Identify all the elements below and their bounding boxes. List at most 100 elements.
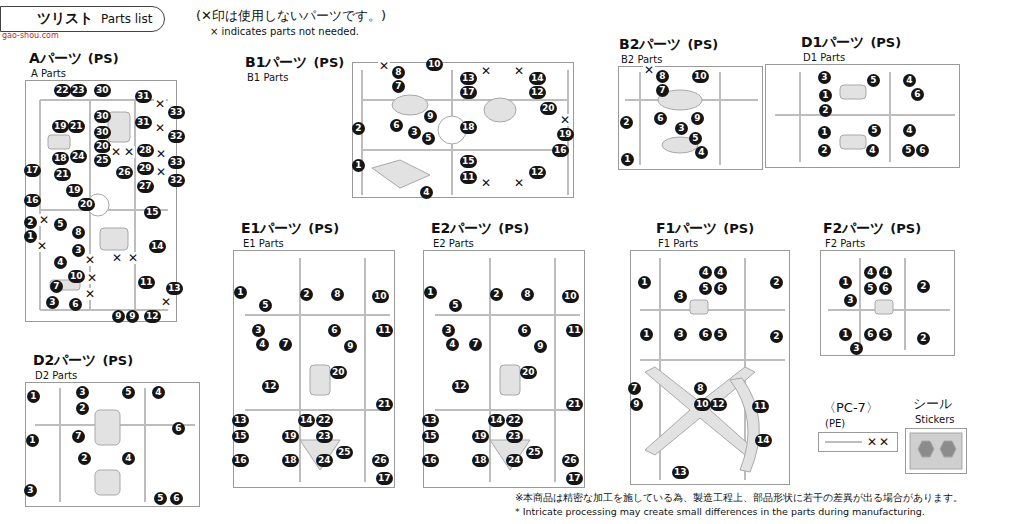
callout-number: 17: [24, 164, 41, 177]
callout-number: 12: [262, 380, 279, 393]
callout-number: 9: [534, 340, 547, 353]
callout-number: 20: [540, 102, 557, 115]
sticker-hex: [940, 441, 956, 457]
unused-mark: ✕: [480, 65, 492, 77]
callout-number: 3: [24, 484, 37, 497]
callout-number: 23: [316, 430, 333, 443]
parts-runner: D2パーツD2 Parts(PS): [25, 382, 200, 507]
callout-number: 21: [566, 398, 583, 411]
callout-number: 2: [819, 104, 832, 117]
runner-d2: [35, 388, 195, 502]
callout-number: 9: [126, 310, 139, 323]
runner-name-en: E1 Parts: [243, 238, 284, 249]
callout-number: 10: [562, 290, 579, 303]
callout-number: 27: [137, 180, 154, 193]
callout-number: 6: [879, 282, 892, 295]
callout-number: 19: [472, 430, 489, 443]
unused-mark: ✕: [513, 65, 525, 77]
material-code: (PS): [308, 222, 339, 236]
callout-number: 10: [426, 58, 443, 71]
callout-number: 17: [376, 472, 393, 485]
callout-number: 7: [279, 338, 292, 351]
callout-number: 20: [520, 366, 537, 379]
part: [730, 378, 759, 472]
callout-number: 2: [818, 144, 831, 157]
callout-number: 6: [390, 119, 403, 132]
callout-number: 12: [452, 380, 469, 393]
callout-number: 13: [232, 414, 249, 427]
watermark: gao-shou.com: [2, 32, 59, 41]
part: [500, 365, 520, 395]
callout-number: 11: [138, 276, 155, 289]
callout-number: 15: [460, 155, 477, 168]
list-title: ツリスト: [37, 10, 93, 28]
callout-number: 4: [903, 124, 916, 137]
part: [108, 112, 130, 142]
callout-number: 3: [850, 342, 863, 355]
runner-name-en: F1 Parts: [658, 238, 698, 249]
list-header: ツリストParts list: [0, 6, 165, 32]
unused-mark: ✕: [86, 272, 98, 284]
part: [48, 135, 70, 149]
callout-number: 23: [70, 84, 87, 97]
callout-number: 30: [94, 110, 111, 123]
unused-mark: ✕: [84, 254, 96, 266]
callout-number: 2: [76, 402, 89, 415]
runner-name: F1パーツ: [656, 221, 717, 236]
callout-number: 6: [170, 492, 183, 505]
callout-number: 1: [26, 434, 39, 447]
callout-number: 25: [94, 154, 111, 167]
callout-number: 6: [654, 112, 667, 125]
callout-number: 8: [656, 70, 669, 83]
callout-number: 5: [879, 328, 892, 341]
callout-number: 8: [72, 226, 85, 239]
runner-a: [40, 100, 168, 310]
callout-number: 14: [149, 240, 166, 253]
callout-number: 4: [714, 266, 727, 279]
callout-number: 2: [300, 288, 313, 301]
callout-number: 1: [352, 159, 365, 172]
runner-e1: [245, 258, 390, 482]
unused-mark: ✕: [123, 146, 135, 158]
callout-number: 3: [408, 126, 421, 139]
runner-name: F2パーツ: [823, 221, 884, 236]
callout-number: 8: [392, 66, 405, 79]
callout-number: 20: [94, 140, 111, 153]
callout-number: 21: [376, 398, 393, 411]
material-code: (PE): [825, 418, 845, 429]
runner-name: E2パーツ: [431, 221, 492, 236]
callout-number: 6: [864, 328, 877, 341]
callout-number: 3: [818, 71, 831, 84]
callout-number: 15: [232, 430, 249, 443]
callout-number: 11: [460, 171, 477, 184]
unused-mark: ✕: [643, 64, 655, 76]
callout-number: 19: [557, 128, 574, 141]
callout-number: 1: [819, 89, 832, 102]
callout-number: 1: [640, 328, 653, 341]
sticker-sheet: [910, 433, 962, 469]
callout-number: 6: [699, 328, 712, 341]
callout-number: 19: [66, 184, 83, 197]
callout-number: 32: [168, 174, 185, 187]
callout-number: 3: [844, 294, 857, 307]
part: [490, 440, 530, 470]
callout-number: 25: [526, 446, 543, 459]
callout-number: 9: [344, 340, 357, 353]
callout-number: 16: [24, 194, 41, 207]
callout-number: 16: [422, 454, 439, 467]
unused-mark: ✕: [38, 214, 50, 226]
part: [840, 85, 866, 99]
part: [484, 98, 516, 122]
callout-number: 18: [460, 121, 477, 134]
callout-number: 5: [259, 299, 272, 312]
material-code: (PS): [88, 52, 119, 66]
callout-number: 33: [168, 156, 185, 169]
callout-number: 3: [46, 296, 59, 309]
callout-number: 7: [72, 430, 85, 443]
part-shapes: [48, 85, 962, 495]
usage-note: (✕印は使用しないパーツです。): [196, 9, 386, 23]
runner-f1: [640, 258, 785, 480]
material-code: (PS): [102, 354, 133, 368]
part: [875, 300, 893, 314]
unused-mark: ✕: [127, 252, 139, 264]
